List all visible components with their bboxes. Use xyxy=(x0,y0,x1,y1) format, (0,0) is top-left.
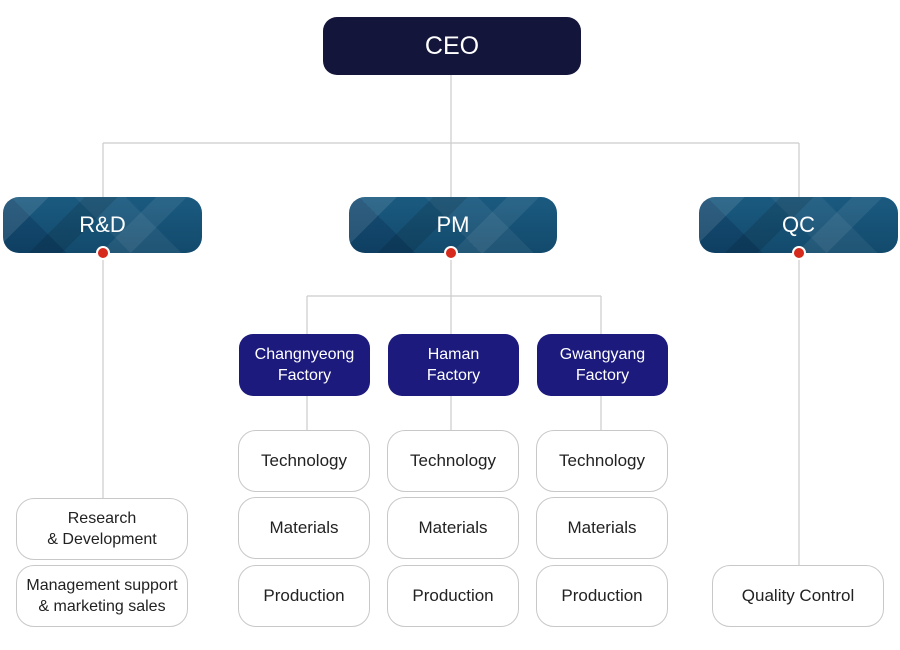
gwangyang-unit-materials-label: Materials xyxy=(567,518,637,537)
factory-changnyeong: Changnyeong Factory xyxy=(239,334,370,396)
dept-pm-node: PM xyxy=(349,197,557,253)
factory-gwangyang-line1: Gwangyang xyxy=(559,346,646,363)
factory-changnyeong-line2: Factory xyxy=(277,367,332,384)
haman-unit-technology: Technology xyxy=(387,430,519,492)
factory-haman-line1: Haman xyxy=(427,346,480,363)
changnyeong-unit-technology-label: Technology xyxy=(260,451,347,470)
gwangyang-unit-technology-label: Technology xyxy=(558,451,645,470)
rnd-unit-research-line1: Research xyxy=(67,510,137,527)
qc-unit-quality-control: Quality Control xyxy=(712,565,884,627)
ceo-label: CEO xyxy=(424,31,480,60)
changnyeong-unit-production: Production xyxy=(238,565,370,627)
rnd-unit-research: Research & Development xyxy=(16,498,188,560)
factory-haman: Haman Factory xyxy=(388,334,519,396)
haman-unit-production-label: Production xyxy=(412,586,494,605)
qc-connector-dot xyxy=(792,246,806,260)
haman-unit-production: Production xyxy=(387,565,519,627)
qc-unit-quality-control-label: Quality Control xyxy=(741,586,855,605)
dept-rnd-node: R&D xyxy=(3,197,202,253)
gwangyang-unit-materials: Materials xyxy=(536,497,668,559)
rnd-unit-management-line2: & marketing sales xyxy=(38,598,166,615)
factory-changnyeong-line1: Changnyeong xyxy=(254,346,355,363)
rnd-connector-dot xyxy=(96,246,110,260)
changnyeong-unit-technology: Technology xyxy=(238,430,370,492)
haman-unit-technology-label: Technology xyxy=(409,451,496,470)
dept-rnd-label: R&D xyxy=(79,212,126,237)
rnd-unit-management: Management support & marketing sales xyxy=(16,565,188,627)
factory-gwangyang-line2: Factory xyxy=(575,367,630,384)
gwangyang-unit-production-label: Production xyxy=(561,586,643,605)
pm-connector-dot xyxy=(444,246,458,260)
gwangyang-unit-production: Production xyxy=(536,565,668,627)
dept-pm-label: PM xyxy=(436,212,470,237)
changnyeong-unit-materials-label: Materials xyxy=(269,518,339,537)
dept-qc-node: QC xyxy=(699,197,898,253)
ceo-node: CEO xyxy=(323,17,581,75)
factory-haman-line2: Factory xyxy=(426,367,481,384)
changnyeong-unit-production-label: Production xyxy=(263,586,345,605)
rnd-unit-management-line1: Management support xyxy=(26,577,178,594)
haman-unit-materials: Materials xyxy=(387,497,519,559)
factory-gwangyang: Gwangyang Factory xyxy=(537,334,668,396)
dept-qc-label: QC xyxy=(782,212,815,237)
rnd-unit-research-line2: & Development xyxy=(47,531,157,548)
haman-unit-materials-label: Materials xyxy=(418,518,488,537)
gwangyang-unit-technology: Technology xyxy=(536,430,668,492)
changnyeong-unit-materials: Materials xyxy=(238,497,370,559)
